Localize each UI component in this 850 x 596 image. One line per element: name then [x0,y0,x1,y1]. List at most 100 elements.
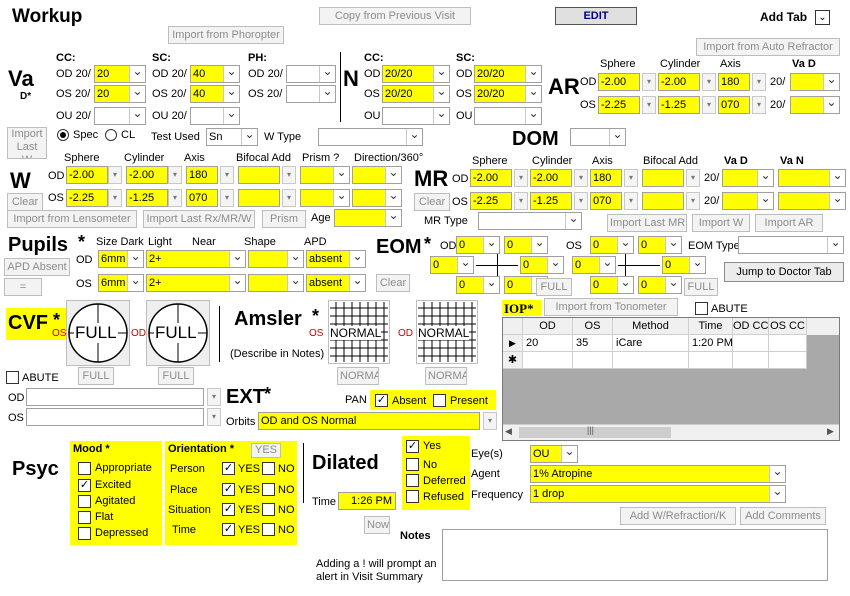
w-od-bifocal-spin[interactable]: ▾ [282,166,296,184]
import-last-mr-button[interactable]: Import Last MR [607,214,687,232]
orientation-time-yes-checkbox[interactable]: ✓ [222,523,235,536]
n-cc-os-select[interactable]: 20/20 [382,85,450,103]
copy-previous-visit-button[interactable]: Copy from Previous Visit [319,7,471,25]
amsler-od-normal-button[interactable]: NORMAL [425,367,467,385]
ar-os-cylinder-spin[interactable]: ▾ [702,96,716,114]
va-ph-od-select[interactable] [286,65,336,83]
mood-flat-checkbox[interactable] [78,511,91,524]
ar-os-cylinder[interactable]: -1.25 [658,96,700,114]
import-tonometer-button[interactable]: Import from Tonometer [544,298,678,316]
ar-os-sphere[interactable]: -2.25 [598,96,640,114]
n-cc-od-select[interactable]: 20/20 [382,65,450,83]
mr-os-sphere-spin[interactable]: ▾ [514,192,528,210]
mr-clear-button[interactable]: Clear [414,193,450,211]
w-os-prism-select[interactable] [300,189,350,207]
row-selector-icon[interactable]: ▶ [503,335,523,352]
pupils-os-shape-select[interactable] [248,274,304,292]
eom-os-1-select[interactable]: 0 [590,236,634,254]
va-cc-os-select[interactable]: 20 [94,85,146,103]
mr-od-axis[interactable]: 180 [590,169,622,187]
va-ph-os-select[interactable] [286,85,336,103]
ar-os-sphere-spin[interactable]: ▾ [642,96,656,114]
add-comments-button[interactable]: Add Comments [740,507,826,525]
w-os-direction-select[interactable] [352,189,402,207]
eom-os-2-select[interactable]: 0 [638,236,682,254]
pan-absent-checkbox[interactable]: ✓ [375,394,388,407]
dilated-now-button[interactable]: Now [364,516,390,534]
va-sc-os-select[interactable]: 40 [190,85,240,103]
mr-os-bifocal[interactable] [642,192,684,210]
orientation-person-yes-checkbox[interactable]: ✓ [222,462,235,475]
dilated-frequency-select[interactable]: 1 drop [530,485,786,503]
ar-od-sphere-spin[interactable]: ▾ [642,73,656,91]
iop-cell-method[interactable]: iCare [613,335,689,352]
w-od-axis-spin[interactable]: ▾ [220,166,234,184]
age-select[interactable] [334,209,402,227]
w-os-bifocal-spin[interactable]: ▾ [282,189,296,207]
va-cc-ou-select[interactable] [94,107,146,125]
ar-od-axis[interactable]: 180 [718,73,750,91]
iop-scrollbar[interactable]: ◀ ||| ▶ [503,424,839,440]
import-last-w-button[interactable]: Import Last W [7,127,47,159]
eom-os-full-button[interactable]: FULL [684,278,718,296]
w-os-cylinder-spin[interactable]: ▾ [168,189,182,207]
orientation-person-no-checkbox[interactable] [262,462,275,475]
iop-cell-time[interactable]: 1:20 PM [689,335,733,352]
mr-od-cylinder[interactable]: -2.00 [530,169,572,187]
n-sc-od-select[interactable]: 20/20 [474,65,542,83]
mr-od-axis-spin[interactable]: ▾ [624,169,638,187]
mr-os-bifocal-spin[interactable]: ▾ [686,192,700,210]
w-os-sphere-spin[interactable]: ▾ [108,189,122,207]
mr-od-sphere[interactable]: -2.00 [470,169,512,187]
mr-os-cylinder[interactable]: -1.25 [530,192,572,210]
n-sc-ou-select[interactable] [474,107,542,125]
iop-col-od[interactable]: OD [523,318,573,335]
iop-cell-od-cc[interactable] [733,335,769,352]
ext-os-field[interactable] [26,408,204,426]
ar-os-axis[interactable]: 070 [718,96,750,114]
orientation-situation-yes-checkbox[interactable]: ✓ [222,503,235,516]
w-od-cylinder[interactable]: -2.00 [126,166,168,184]
import-phoropter-button[interactable]: Import from Phoropter [168,26,284,44]
new-row-icon[interactable]: ✱ [503,352,523,369]
amsler-os-normal-button[interactable]: NORMAL [337,367,379,385]
w-os-axis[interactable]: 070 [186,189,218,207]
iop-new-row[interactable]: ✱ [503,352,807,369]
mr-os-cylinder-spin[interactable]: ▾ [574,192,588,210]
pupils-os-dark-select[interactable]: 6mm [98,274,144,292]
mr-od-sphere-spin[interactable]: ▾ [514,169,528,187]
iop-table[interactable]: OD OS Method Time OD CC OS CC ▶ 20 35 iC… [502,317,840,441]
mr-od-van-select[interactable] [778,169,846,187]
ar-os-axis-spin[interactable]: ▾ [752,96,766,114]
w-od-cylinder-spin[interactable]: ▾ [168,166,182,184]
mr-os-van-select[interactable] [778,192,846,210]
ext-od-scroll[interactable]: ▾ [207,388,221,406]
ar-od-axis-spin[interactable]: ▾ [752,73,766,91]
eom-clear-button[interactable]: Clear [376,274,410,292]
prism-button[interactable]: Prism [262,210,306,228]
iop-abute-checkbox[interactable] [695,302,708,315]
iop-col-os-cc[interactable]: OS CC [769,318,807,335]
w-type-select[interactable] [318,128,423,146]
import-ar-button[interactable]: Import AR [755,214,823,232]
n-cc-ou-select[interactable] [382,107,450,125]
eom-type-select[interactable] [738,236,844,254]
dilated-deferred-checkbox[interactable] [406,474,419,487]
cl-radio[interactable] [105,129,117,141]
pupils-od-shape-select[interactable] [248,250,304,268]
import-auto-refractor-button[interactable]: Import from Auto Refractor [696,38,840,56]
pupils-equal-button[interactable]: = [4,278,42,296]
pupils-os-apd-select[interactable]: absent [306,274,366,292]
import-w-button[interactable]: Import W [692,214,750,232]
mr-os-axis[interactable]: 070 [590,192,622,210]
orientation-situation-no-checkbox[interactable] [262,503,275,516]
eom-os-5-select[interactable]: 0 [590,276,634,294]
mood-excited-checkbox[interactable]: ✓ [78,479,91,492]
eom-os-3-select[interactable]: 0 [572,256,616,274]
eom-od-5-select[interactable]: 0 [456,276,500,294]
ar-od-vad-select[interactable] [790,73,840,91]
mr-od-bifocal-spin[interactable]: ▾ [686,169,700,187]
eom-od-4-select[interactable]: 0 [520,256,564,274]
cvf-os-full-button[interactable]: FULL [78,367,114,385]
scroll-right-icon[interactable]: ▶ [827,426,834,436]
